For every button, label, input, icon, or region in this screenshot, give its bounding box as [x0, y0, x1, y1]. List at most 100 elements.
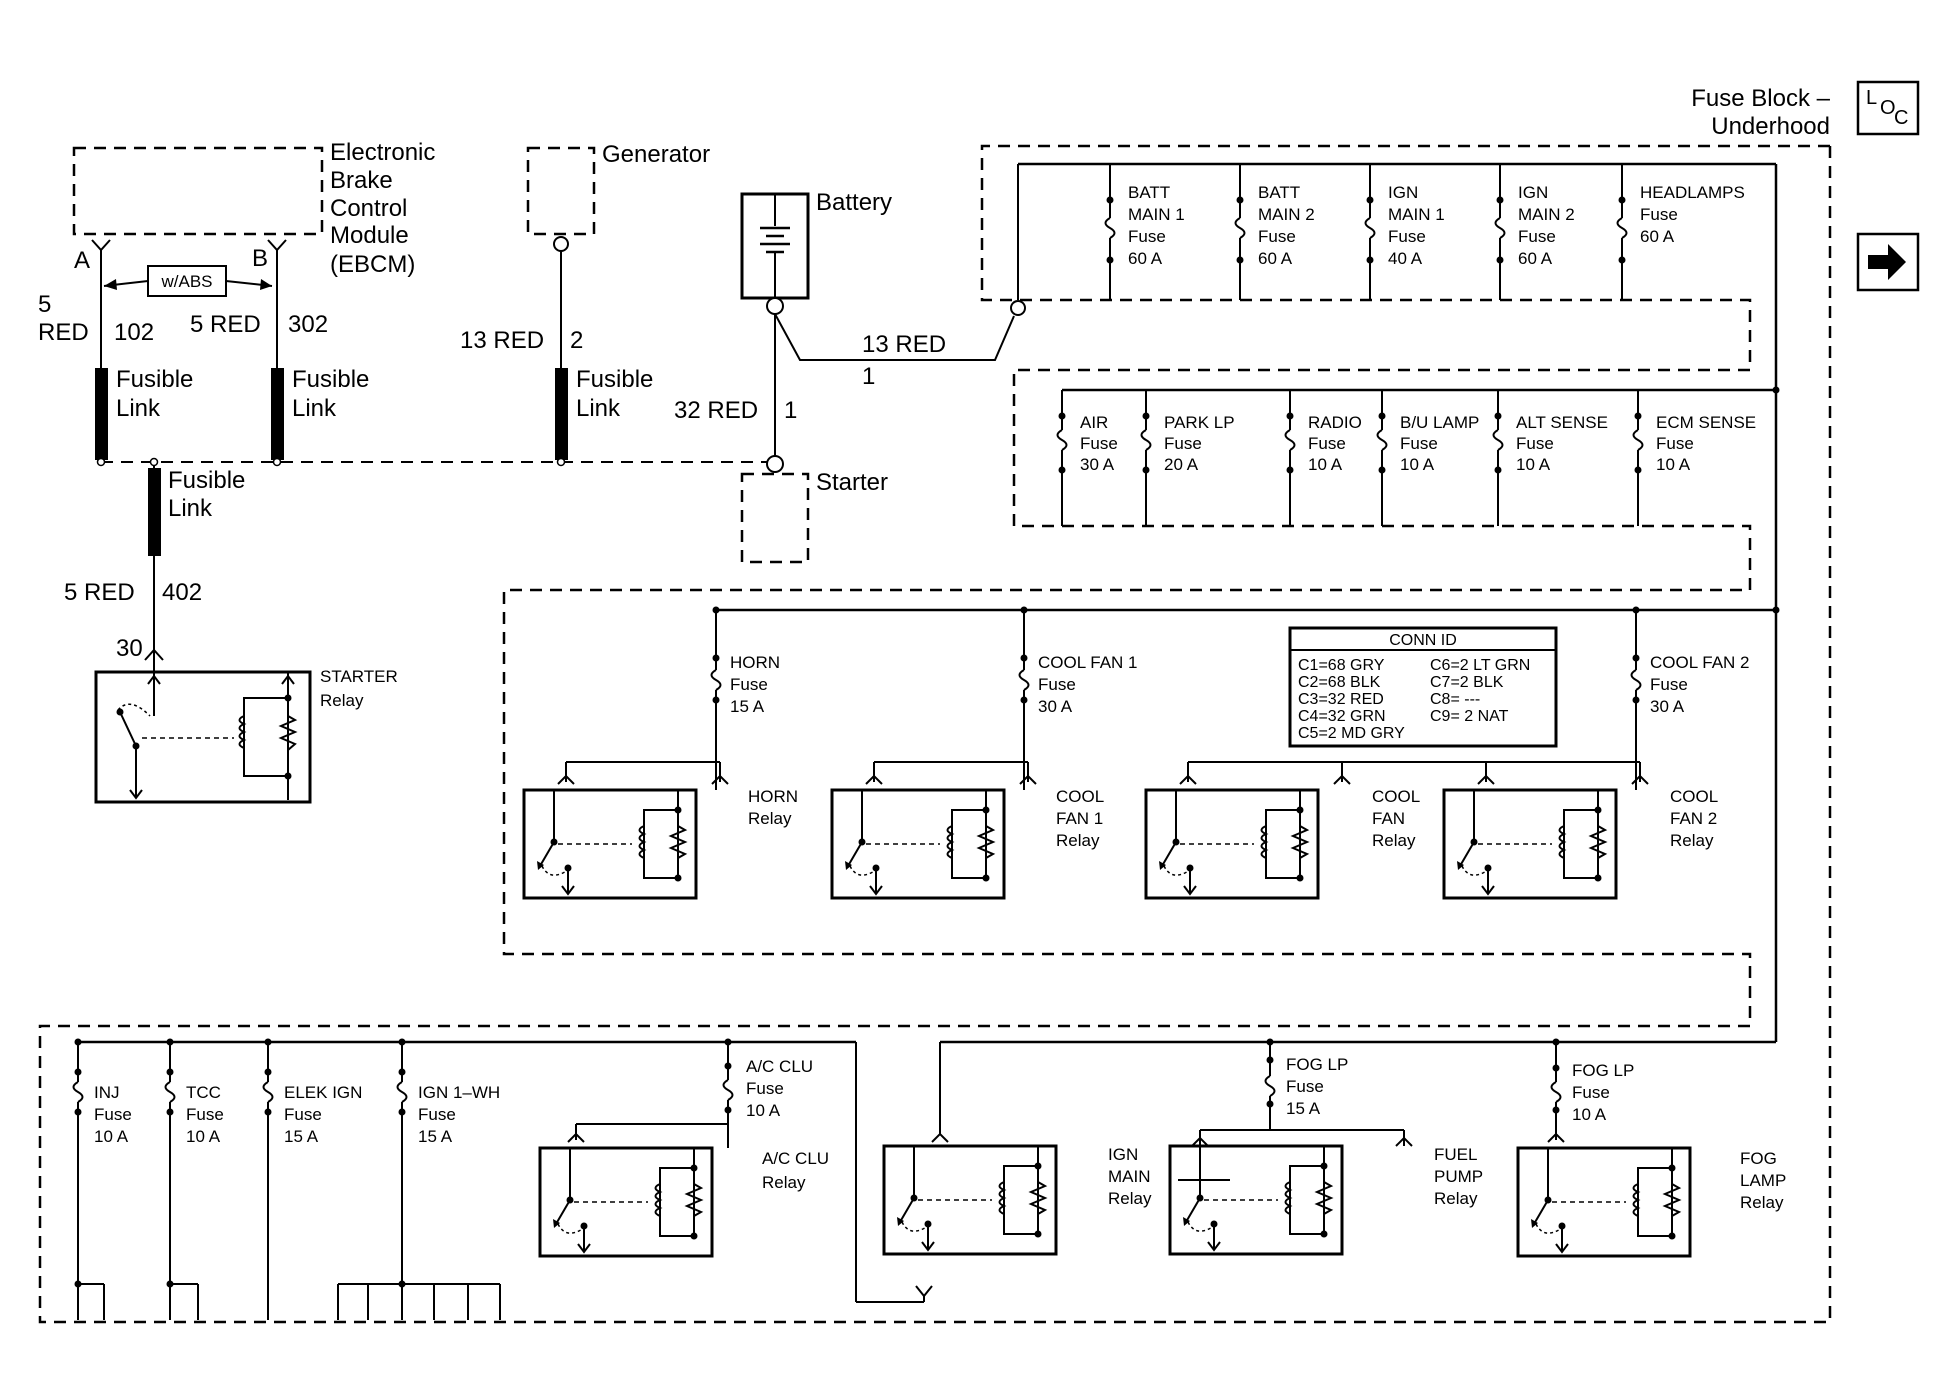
fuse-label: 10 A [186, 1127, 221, 1146]
relay-label: FAN [1372, 809, 1405, 828]
svg-text:402: 402 [162, 579, 202, 606]
fusible-link-b [271, 368, 284, 460]
svg-text:C3=32 RED: C3=32 RED [1298, 691, 1384, 708]
relay-2 [1144, 788, 1320, 900]
generator: Generator [526, 141, 710, 236]
svg-text:302: 302 [288, 311, 328, 338]
relay-label: Relay [1740, 1193, 1784, 1212]
fuse-label: Fuse [1388, 227, 1426, 246]
fuse-label: FOG LP [1572, 1061, 1634, 1080]
fuse-block-outline [38, 144, 1832, 1324]
relay-label: HORN [748, 787, 798, 806]
fuse-label: Fuse [1640, 205, 1678, 224]
fuse-label: A/C CLU [746, 1057, 813, 1076]
fuse-icon [1494, 217, 1506, 239]
fuse-label: AIR [1080, 413, 1108, 432]
svg-text:Fusible: Fusible [292, 366, 369, 393]
relay-label: Relay [1670, 831, 1714, 850]
fuse-label: 30 A [1080, 455, 1115, 474]
relay-1 [830, 788, 1006, 900]
fuse-label: IGN [1388, 183, 1418, 202]
row3-fuses-relays: HORN Fuse 15 A COOL FAN 1 Fuse 30 A COOL FAN 2… [522, 606, 1750, 900]
svg-text:Link: Link [576, 395, 621, 422]
fuse-label: Fuse [1400, 434, 1438, 453]
fuse-label: Fuse [186, 1105, 224, 1124]
fuse-label: 15 A [730, 697, 765, 716]
fuse-label: 15 A [284, 1127, 319, 1146]
relay-label: Relay [748, 809, 792, 828]
relay-label: PUMP [1434, 1167, 1483, 1186]
svg-text:Electronic: Electronic [330, 139, 435, 166]
fuse-label: 30 A [1650, 697, 1685, 716]
svg-text:RED: RED [38, 319, 89, 346]
svg-text:Starter: Starter [816, 469, 888, 496]
fuse-label: B/U LAMP [1400, 413, 1479, 432]
fuse-label: ECM SENSE [1656, 413, 1756, 432]
svg-text:Fusible: Fusible [168, 467, 245, 494]
fuse-label: 10 A [1400, 455, 1435, 474]
svg-text:2: 2 [570, 327, 583, 354]
fuse-icon [1364, 217, 1376, 239]
relay-fog-lamp [1516, 1146, 1692, 1258]
fuse-label: COOL FAN 1 [1038, 653, 1138, 672]
svg-text:C7=2 BLK: C7=2 BLK [1430, 674, 1504, 691]
fuse-label: Fuse [1518, 227, 1556, 246]
svg-text:5 RED: 5 RED [190, 311, 261, 338]
svg-text:L: L [1866, 87, 1877, 109]
svg-text:C4=32 GRN: C4=32 GRN [1298, 708, 1386, 725]
fuse-label: Fuse [418, 1105, 456, 1124]
fuse-icon [1140, 429, 1152, 451]
svg-text:C2=68 BLK: C2=68 BLK [1298, 674, 1381, 691]
fuse-icon [1616, 217, 1628, 239]
relay-label: IGN [1108, 1145, 1138, 1164]
fuse-label: Fuse [1080, 434, 1118, 453]
fuse-label: 60 A [1128, 249, 1163, 268]
fuse-label: TCC [186, 1083, 221, 1102]
next-page-arrow-icon[interactable] [1856, 232, 1920, 292]
fuse-icon [262, 1081, 274, 1103]
fuse-label: 10 A [1308, 455, 1343, 474]
fuse-label: MAIN 2 [1258, 205, 1315, 224]
fuse-icon [396, 1081, 408, 1103]
svg-text:Link: Link [116, 395, 161, 422]
svg-text:C1=68 GRY: C1=68 GRY [1298, 657, 1385, 674]
svg-text:C: C [1894, 107, 1908, 129]
fuse-block-title: Fuse Block – [1691, 85, 1830, 112]
starter: Starter [740, 469, 888, 564]
fuse-icon [1018, 669, 1030, 691]
fuse-icon [1632, 429, 1644, 451]
fuse-label: 10 A [1656, 455, 1691, 474]
fuse-label: MAIN 1 [1128, 205, 1185, 224]
svg-text:Generator: Generator [602, 141, 710, 168]
fuse-label: MAIN 2 [1518, 205, 1575, 224]
svg-text:C9= 2 NAT: C9= 2 NAT [1430, 708, 1509, 725]
svg-text:1: 1 [784, 397, 797, 424]
svg-text:Fusible: Fusible [116, 366, 193, 393]
fuse-label: MAIN 1 [1388, 205, 1445, 224]
ebcm-module: Electronic Brake Control Module (EBCM) A… [72, 139, 435, 297]
fuse-label: Fuse [1038, 675, 1076, 694]
fuse-label: 15 A [418, 1127, 453, 1146]
fuse-label: ALT SENSE [1516, 413, 1608, 432]
fuse-label: Fuse [1308, 434, 1346, 453]
fuse-label: FOG LP [1286, 1055, 1348, 1074]
svg-text:Fusible: Fusible [576, 366, 653, 393]
fuse-icon [1104, 217, 1116, 239]
fuse-label: COOL FAN 2 [1650, 653, 1750, 672]
relay-3 [1442, 788, 1618, 900]
fuse-label: Fuse [284, 1105, 322, 1124]
fuse-label: INJ [94, 1083, 120, 1102]
svg-text:Link: Link [292, 395, 337, 422]
fuse-label: Fuse [1650, 675, 1688, 694]
battery: Battery [740, 189, 892, 300]
fuse-label: IGN 1–WH [418, 1083, 500, 1102]
relay-label: COOL [1372, 787, 1420, 806]
svg-text:102: 102 [114, 319, 154, 346]
fuse-label: 30 A [1038, 697, 1073, 716]
relay-label: Relay [762, 1173, 806, 1192]
fuse-label: ELEK IGN [284, 1083, 362, 1102]
